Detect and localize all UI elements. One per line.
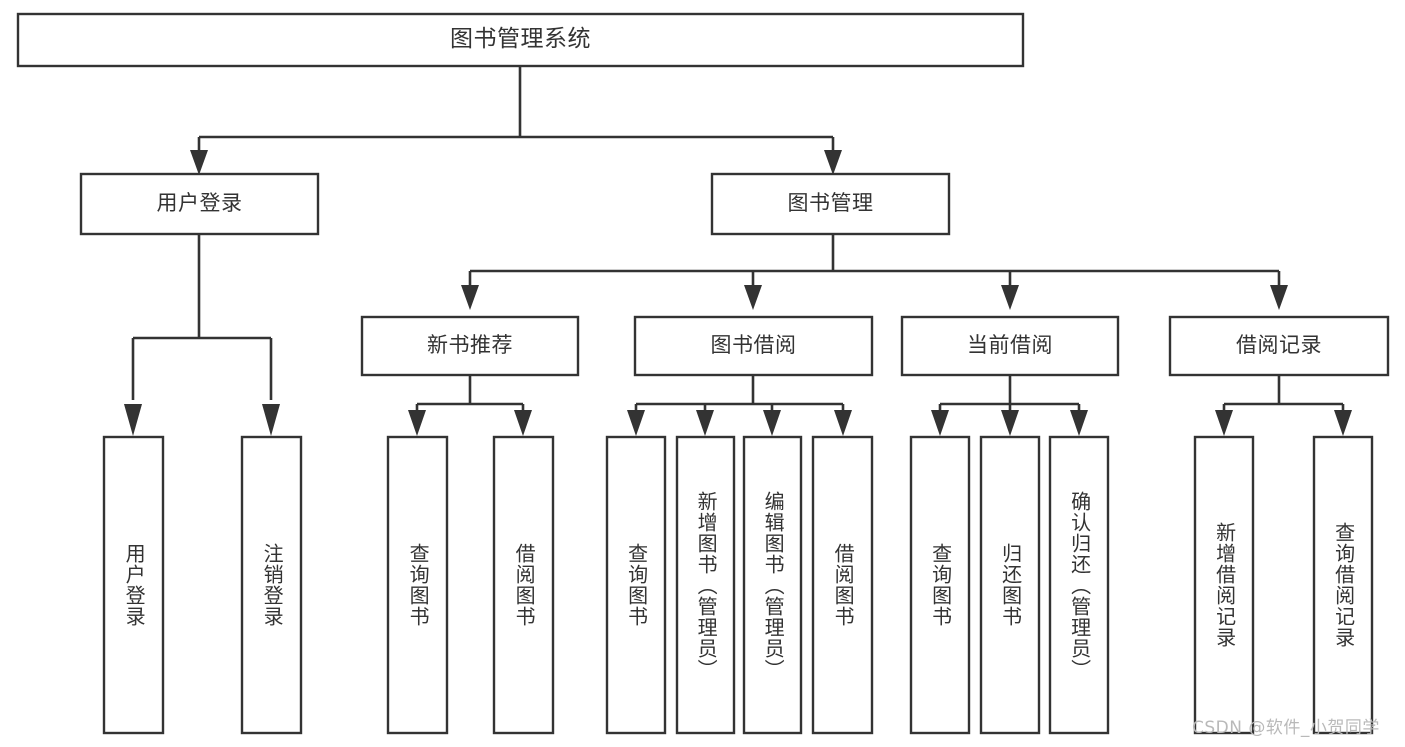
node-box-leaf-user-logout[interactable] [240, 435, 303, 735]
node-box-leaf-user-login[interactable] [102, 435, 165, 735]
node-box-book-manage[interactable] [710, 172, 951, 236]
node-box-leaf-confirm-return[interactable] [1048, 435, 1110, 735]
node-box-new-book-rec[interactable] [360, 315, 580, 377]
node-box-leaf-add-book[interactable] [675, 435, 736, 735]
node-box-leaf-add-record[interactable] [1193, 435, 1255, 735]
node-box-leaf-query-book-1[interactable] [386, 435, 449, 735]
connector-borrowrecord-to-leaves [1215, 375, 1352, 436]
connector-bookborrow-to-leaves [627, 375, 852, 436]
connector-root-to-level1 [190, 66, 842, 175]
node-box-leaf-borrow-book-2[interactable] [811, 435, 874, 735]
csdn-watermark: CSDN @软件_小贺同学 [1192, 718, 1380, 738]
node-box-leaf-query-book-3[interactable] [909, 435, 971, 735]
node-box-borrow-record[interactable] [1168, 315, 1390, 377]
node-box-leaf-query-book-2[interactable] [605, 435, 667, 735]
node-box-book-borrow[interactable] [633, 315, 874, 377]
connector-currentborrow-to-leaves [931, 375, 1088, 436]
node-box-leaf-query-record[interactable] [1312, 435, 1374, 735]
connector-bookmanage-to-level2 [461, 234, 1288, 310]
connector-newbook-to-leaves [408, 375, 532, 436]
node-box-current-borrow[interactable] [900, 315, 1120, 377]
node-box-root[interactable] [16, 12, 1025, 68]
node-box-leaf-edit-book[interactable] [742, 435, 803, 735]
node-box-leaf-borrow-book-1[interactable] [492, 435, 555, 735]
node-box-leaf-return-book[interactable] [979, 435, 1041, 735]
node-box-user-login[interactable] [79, 172, 320, 236]
connector-userlogin-to-leaves [124, 234, 280, 436]
